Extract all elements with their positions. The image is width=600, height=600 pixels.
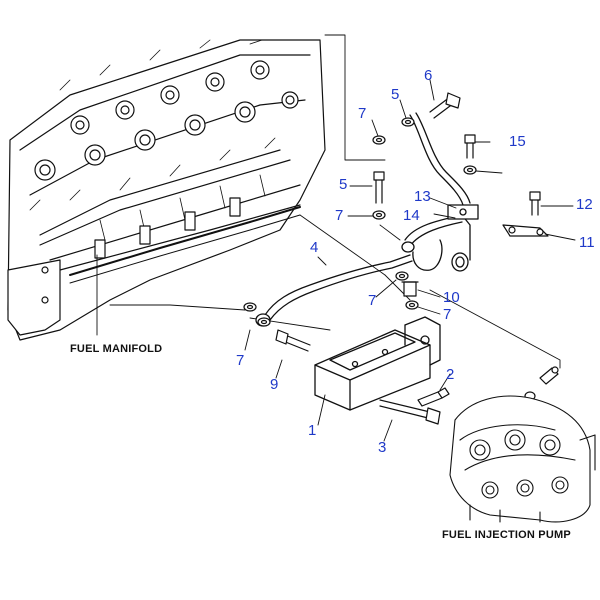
explosion-lines — [96, 34, 561, 369]
callout-12: 13 — [414, 188, 431, 205]
fuel-manifold-caption: FUEL MANIFOLD — [70, 343, 163, 355]
bolt-14 — [464, 134, 476, 159]
callout-14: 15 — [509, 133, 526, 150]
fuel-injection-pump — [449, 395, 596, 523]
bolt-11 — [529, 191, 541, 216]
callout-4: 4 — [310, 239, 319, 256]
callout-10: 11 — [579, 234, 595, 251]
pipe-assembly-12-13 — [401, 112, 479, 272]
callout-7-pipe: 7 — [368, 292, 377, 309]
callout-7-mid: 7 — [335, 207, 344, 224]
fuel-pipe-4 — [255, 254, 413, 327]
callout-13: 14 — [403, 207, 420, 224]
callout-9: 10 — [443, 289, 460, 306]
callout-1: 1 — [308, 422, 317, 439]
fitting-9 — [401, 281, 419, 297]
callout-11: 12 — [576, 196, 593, 213]
callout-7-left: 7 — [236, 352, 245, 369]
bracket-1 — [314, 316, 441, 411]
callout-3: 3 — [378, 439, 387, 456]
callout-7-top: 7 — [358, 105, 367, 122]
leader-lines — [244, 79, 576, 442]
callout-5-lower: 5 — [339, 176, 348, 193]
pump-connector — [539, 366, 559, 385]
bolt-8 — [275, 329, 311, 352]
bolt-3 — [379, 399, 441, 425]
callout-7-fitting: 7 — [443, 306, 452, 323]
bolt-5-lower — [373, 171, 385, 204]
clamp-10 — [502, 224, 549, 237]
bolt-2 — [417, 387, 450, 407]
fuel-injection-pump-caption: FUEL INJECTION PUMP — [442, 529, 571, 541]
callout-5-upper: 5 — [391, 86, 400, 103]
callout-2: 2 — [446, 366, 455, 383]
callout-6: 6 — [424, 67, 433, 84]
bolt-6 — [429, 92, 461, 119]
engine-block — [7, 39, 326, 341]
callout-8: 9 — [270, 376, 279, 393]
